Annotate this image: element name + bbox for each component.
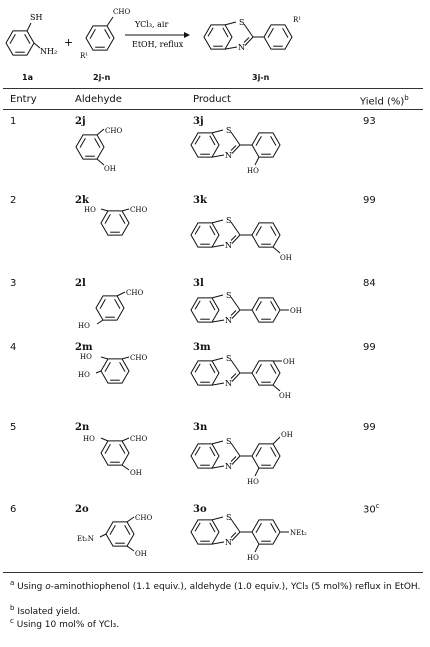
cho-label: CHO: [130, 206, 147, 214]
product-structure: S N HO: [190, 126, 281, 175]
n-label: N: [225, 379, 232, 388]
cho-label: CHO: [126, 289, 143, 297]
entry-number: 3: [10, 278, 17, 289]
bottom-rule: [3, 572, 423, 573]
label-2j-n: 2j-n: [93, 73, 111, 82]
label-1a: 1a: [22, 73, 33, 82]
aldehyde-structure: HO HO CHO: [78, 353, 147, 384]
ho-label: HO: [78, 322, 90, 330]
cho-label: CHO: [130, 354, 147, 362]
cho-label: CHO: [113, 8, 130, 16]
oh-label: OH: [104, 165, 116, 173]
entry-number: 2: [10, 195, 17, 206]
yield-value: 99: [363, 422, 376, 433]
product-structure: S N NEt₂ HO: [190, 513, 307, 562]
oh-label: OH: [279, 392, 291, 400]
cho-label: CHO: [135, 514, 152, 522]
ho-label: HO: [78, 371, 90, 379]
aldehyde-id: 2m: [75, 342, 93, 353]
ho-label: HO: [84, 206, 96, 214]
net2-label: NEt₂: [290, 529, 307, 537]
yield-value: 99: [363, 195, 376, 206]
aldehyde-structure: CHO HO: [78, 289, 143, 330]
product-id: 3n: [193, 422, 208, 433]
n-label: N: [225, 241, 232, 250]
ho-label: HO: [247, 167, 259, 175]
yield-value: 99: [363, 342, 376, 353]
aldehyde-structure: HO CHO: [84, 206, 147, 236]
footnote-a: a Using o-aminothiophenol (1.1 equiv.), …: [10, 579, 421, 592]
entry-number: 4: [10, 342, 17, 353]
product-structure: S N OH OH: [190, 354, 295, 400]
yield-value: 93: [363, 116, 376, 127]
ho-label: HO: [83, 435, 95, 443]
header-yield: Yield (%)b: [360, 94, 409, 108]
oh-label: OH: [135, 550, 147, 558]
aldehyde-structure: HO CHO OH: [83, 435, 147, 477]
nh2-label: NH₂: [40, 47, 57, 56]
product-id: 3l: [193, 278, 204, 289]
oh-label: OH: [290, 307, 302, 315]
product-structure: S N OH: [190, 216, 292, 262]
header-aldehyde: Aldehyde: [75, 94, 122, 105]
et2n-label: Et₂N: [77, 535, 94, 543]
s-label: S: [226, 437, 231, 446]
n-label: N: [225, 151, 232, 160]
cho-label: CHO: [105, 127, 122, 135]
reaction-scheme: SH NH₂ + CHO R¹ YCl₃, air EtOH, reflux S…: [5, 8, 301, 60]
s-label: S: [226, 513, 231, 522]
ho-label: HO: [247, 478, 259, 486]
n-label: N: [225, 538, 232, 547]
yield-value: 84: [363, 278, 376, 289]
entry-number: 6: [10, 504, 17, 515]
ho-label: HO: [247, 554, 259, 562]
top-rule: [3, 88, 423, 89]
entry-number: 1: [10, 116, 17, 127]
n-label: N: [238, 43, 245, 52]
oh-label: OH: [281, 431, 293, 439]
s-label: S: [239, 18, 244, 27]
conditions-top: YCl₃, air: [134, 20, 168, 29]
footnote-c: c Using 10 mol% of YCl₃.: [10, 617, 120, 630]
oh-label: OH: [130, 469, 142, 477]
n-label: N: [225, 462, 232, 471]
entry-number: 5: [10, 422, 17, 433]
product-id: 3k: [193, 195, 207, 206]
header-entry: Entry: [10, 94, 37, 105]
aldehyde-id: 2o: [75, 504, 89, 515]
plus-sign: +: [64, 36, 73, 49]
n-label: N: [225, 316, 232, 325]
aldehyde-id: 2n: [75, 422, 90, 433]
aldehyde-id: 2l: [75, 278, 86, 289]
r1-label: R¹: [80, 52, 88, 60]
oh-label: OH: [280, 254, 292, 262]
conditions-bottom: EtOH, reflux: [132, 40, 184, 49]
product-r1-label: R¹: [293, 16, 301, 24]
aldehyde-structure: CHO OH Et₂N: [77, 514, 152, 558]
aldehyde-structure: CHO OH: [75, 127, 122, 173]
product-id: 3o: [193, 504, 207, 515]
product-structure: S N OH: [190, 291, 302, 325]
oh-label: OH: [283, 358, 295, 366]
cho-label: CHO: [130, 435, 147, 443]
s-label: S: [226, 291, 231, 300]
footnote-b: b Isolated yield.: [10, 604, 81, 617]
aldehyde-id: 2k: [75, 195, 89, 206]
header-rule: [3, 109, 423, 110]
s-label: S: [226, 126, 231, 135]
label-3j-n: 3j-n: [252, 73, 270, 82]
header-product: Product: [193, 94, 231, 105]
product-id: 3m: [193, 342, 211, 353]
ho-label: HO: [80, 353, 92, 361]
aldehyde-id: 2j: [75, 116, 86, 127]
product-id: 3j: [193, 116, 204, 127]
product-structure: S N OH HO: [190, 431, 293, 486]
sh-label: SH: [30, 13, 42, 22]
s-label: S: [226, 216, 231, 225]
s-label: S: [226, 354, 231, 363]
yield-value: 30c: [363, 502, 380, 516]
